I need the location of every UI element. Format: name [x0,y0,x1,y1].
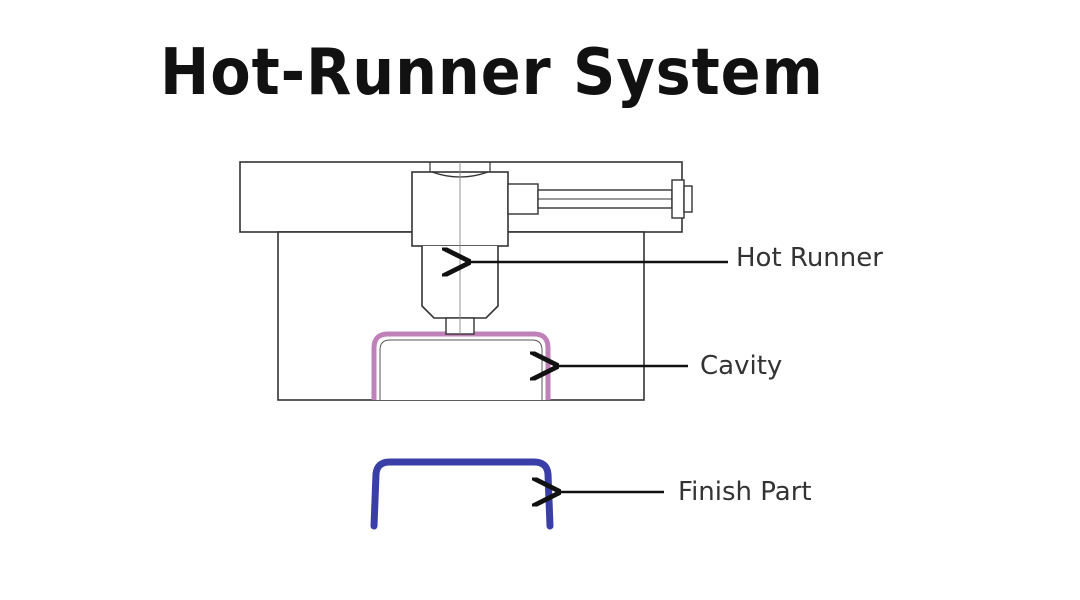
cavity-outline [371,331,551,400]
label-finish-part: Finish Part [678,477,812,507]
heater-rod [507,183,539,215]
label-cavity: Cavity [700,351,782,381]
label-hot-runner: Hot Runner [736,243,883,273]
diagram-title: Hot-Runner System [160,36,824,110]
finish-part [370,458,554,530]
